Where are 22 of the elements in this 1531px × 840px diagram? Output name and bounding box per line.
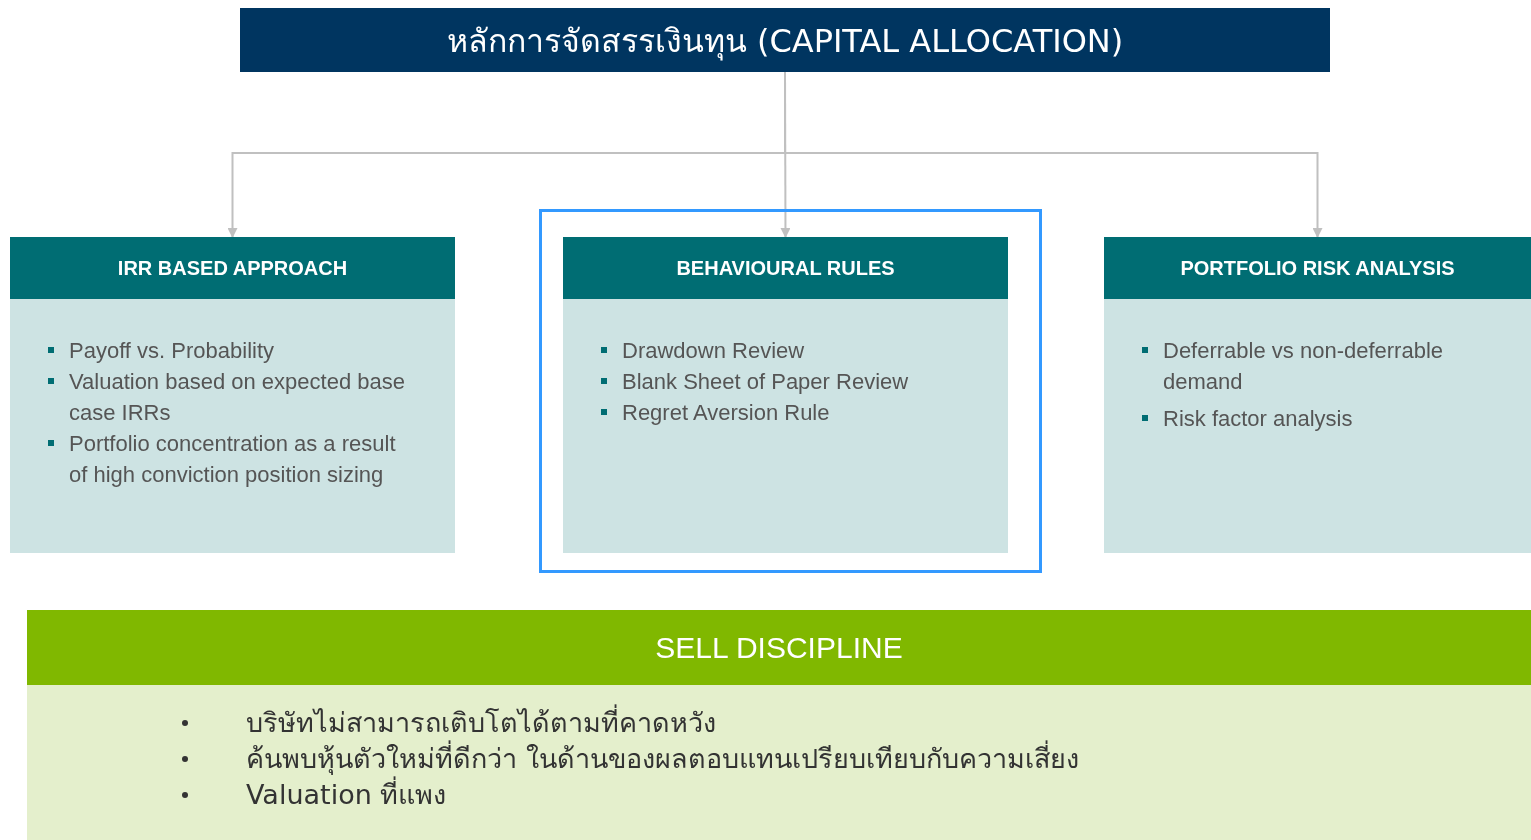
- title-banner: [240, 8, 1330, 72]
- card-header: PORTFOLIO RISK ANALYSIS: [1104, 237, 1531, 299]
- bullet-text: Payoff vs. Probability: [69, 338, 275, 363]
- bullet-text: Blank Sheet of Paper Review: [622, 369, 909, 394]
- card-header: IRR BASED APPROACH: [10, 237, 455, 299]
- bullet-text: Regret Aversion Rule: [622, 400, 830, 425]
- bullet-text: Valuation ที่แพง: [246, 777, 447, 813]
- bullet-text: บริษัทไม่สามารถเติบโตได้ตามที่คาดหวัง: [246, 705, 716, 741]
- highlight-frame: [539, 209, 1042, 573]
- category-card: [563, 237, 1008, 553]
- panel-header: SELL DISCIPLINE: [27, 610, 1531, 685]
- bullet-text: Risk factor analysis: [1163, 406, 1353, 431]
- bullet-text: Deferrable vs non-deferrable demand: [1163, 338, 1444, 394]
- bullet-text: Portfolio concentration as a result of high conviction position sizing: [69, 431, 396, 487]
- bullet-text: ค้นพบหุ้นตัวใหม่ที่ดีกว่า ในด้านของผลตอบแทนเปรียบเทียบกับความเสี่ยง: [246, 741, 1079, 777]
- title-text: หลักการจัดสรรเงินทุน (CAPITAL ALLOCATION): [446, 20, 1124, 63]
- sell-panel: [27, 610, 1531, 840]
- card-header: BEHAVIOURAL RULES: [563, 237, 1008, 299]
- bullet-text: Valuation based on expected base case IRRs: [69, 369, 405, 425]
- bullet-text: Drawdown Review: [622, 338, 805, 363]
- category-card: [1104, 237, 1531, 553]
- category-card: [10, 237, 455, 553]
